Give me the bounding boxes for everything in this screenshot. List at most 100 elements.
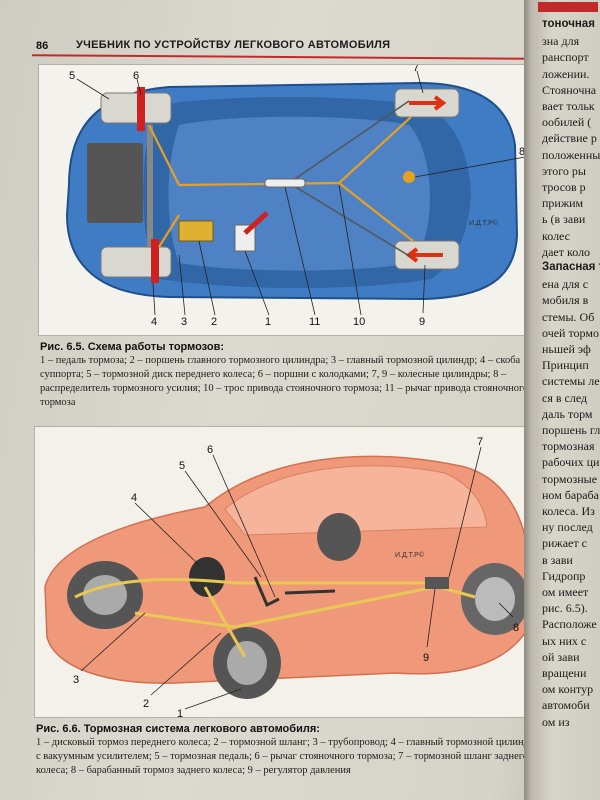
facing-page-line: ном бараба <box>542 487 599 502</box>
callout-labels: 5 6 7 8 9 10 11 1 2 3 4 <box>69 65 525 328</box>
facing-page-line: ложении. <box>542 66 590 81</box>
pressure-regulator <box>425 577 449 589</box>
facing-page-line: вращени <box>542 666 587 680</box>
parking-brake-lever <box>264 178 306 188</box>
facing-page-line: ранспорт <box>542 50 589 65</box>
vacuum-booster <box>189 557 225 597</box>
facing-page-line: ом имеет <box>542 585 589 599</box>
figure2-caption-title: Рис. 6.6. Тормозная система легкового ав… <box>36 723 320 735</box>
facing-page-line: ой зави <box>542 649 580 664</box>
facing-page-line: ообилей ( <box>542 115 592 130</box>
front-right-disc-brake <box>227 641 267 685</box>
facing-page-line: Гидропр <box>542 568 586 583</box>
figure1-caption-title: Рис. 6.5. Схема работы тормозов: <box>40 341 225 353</box>
figure2-caption: Рис. 6.6. Тормозная система легкового ав… <box>36 722 536 778</box>
callout2-1: 1 <box>177 708 183 717</box>
brake-lines <box>148 116 414 248</box>
pedal-force-arrow <box>243 211 269 235</box>
front-right-wheel <box>100 246 172 278</box>
figure1-caption-body: 1 – педаль тормоза; 2 – поршень главного… <box>40 355 529 408</box>
facing-page-line: Принцип <box>542 358 589 373</box>
facing-page-line: тормозные <box>542 471 598 486</box>
front-axle <box>147 125 153 265</box>
figure-brake-scheme: 5 6 7 8 9 10 11 1 2 3 4 И.Д.Т.Р© <box>38 64 530 336</box>
callout-8: 8 <box>519 146 525 158</box>
facing-page-line: дает коло <box>542 244 591 259</box>
facing-page-line: тормозная <box>542 439 595 454</box>
engine-block <box>87 143 143 223</box>
page-number: 86 <box>36 40 49 52</box>
facing-page-line: этого ры <box>542 163 586 178</box>
figure2-caption-body: 1 – дисковый тормоз переднего колеса; 2 … <box>36 737 535 776</box>
callout2-8: 8 <box>513 622 519 634</box>
facing-page-line: мобиля в <box>542 293 589 308</box>
facing-page-line: стемы. Об <box>542 309 595 324</box>
callout2-7: 7 <box>477 436 483 448</box>
facing-page-line: ньшей эф <box>542 342 591 356</box>
callout-6: 6 <box>133 70 139 82</box>
facing-page-line: рис. 6.5). <box>542 601 588 616</box>
illustration-credit-2: И.Д.Т.Р© <box>395 551 425 559</box>
leader-lines-2 <box>80 446 514 710</box>
facing-page-line: ь (в зави <box>542 212 586 227</box>
facing-page-line: поршень гл <box>542 423 600 437</box>
facing-page-line: положенны <box>542 147 600 162</box>
parking-brake-lever-2 <box>284 589 336 595</box>
brake-scheme-illustration: 5 6 7 8 9 10 11 1 2 3 4 И.Д.Т.Р© <box>65 65 526 328</box>
illustration-credit: И.Д.Т.Р© <box>469 219 499 227</box>
facing-page-line: ена для с <box>542 277 589 292</box>
facing-page-line: системы ле <box>542 374 600 389</box>
facing-page-line: в зави <box>542 552 573 567</box>
facing-page-line: ну послед <box>542 520 593 535</box>
header-rule <box>31 54 533 60</box>
running-title: УЧЕБНИК ПО УСТРОЙСТВУ ЛЕГКОВОГО АВТОМОБИ… <box>76 39 391 51</box>
callout2-9: 9 <box>423 652 429 664</box>
callout-7: 7 <box>413 65 419 74</box>
pressure-distributor <box>403 171 415 183</box>
facing-page-line: очей тормо <box>542 325 599 340</box>
rear-drum-inner <box>475 577 515 621</box>
facing-page-line: ых них с <box>542 633 587 648</box>
figure1-caption: Рис. 6.5. Схема работы тормозов: 1 – пед… <box>40 340 530 410</box>
brake-pipes <box>74 578 476 658</box>
callout-10: 10 <box>353 316 365 328</box>
facing-page-line: Запасная т <box>542 261 600 273</box>
car-cabin <box>168 116 430 271</box>
front-right-brake-disc <box>151 239 159 283</box>
car-windows <box>224 465 488 536</box>
master-cylinder <box>178 220 214 242</box>
facing-page-line: Стояночна <box>542 82 597 97</box>
facing-page-line: действие р <box>542 131 597 146</box>
facing-page-line: автомоби <box>542 698 590 713</box>
facing-page-line: вает тольк <box>542 99 595 113</box>
callout-labels-2: 4 5 6 7 8 9 3 2 1 <box>73 436 519 717</box>
facing-page-line: рабочих ци <box>542 455 600 470</box>
facing-page-header <box>538 2 598 12</box>
facing-page-line: зна для <box>542 34 580 49</box>
front-left-brake-disc <box>137 87 145 131</box>
callout-2: 2 <box>211 316 217 328</box>
book-spine-shadow <box>524 0 534 800</box>
callout-11: 11 <box>309 316 320 328</box>
rear-left-wheel-cylinder <box>409 95 447 111</box>
front-left-wheel <box>100 92 172 124</box>
facing-page-line: колес <box>542 228 571 243</box>
facing-page-line: колеса. Из <box>542 504 595 518</box>
callout2-2: 2 <box>143 698 149 710</box>
facing-page-line: ом из <box>542 714 570 729</box>
callout2-3: 3 <box>73 674 79 686</box>
facing-page-line: даль торм <box>542 406 593 421</box>
facing-page-line: ся в след <box>542 390 588 405</box>
front-left-disc-brake <box>83 575 127 615</box>
facing-page-line: Расположе <box>542 617 597 632</box>
facing-page-line: прижим <box>542 196 584 211</box>
callout-3: 3 <box>181 316 187 328</box>
facing-page-line: тоночная <box>542 18 595 30</box>
facing-page-line: ом контур <box>542 682 594 697</box>
leader-lines <box>76 70 526 316</box>
callout-4: 4 <box>151 316 157 328</box>
callout-1: 1 <box>265 316 271 328</box>
brake-pedal-2 <box>253 576 280 608</box>
callout2-6: 6 <box>207 444 213 456</box>
